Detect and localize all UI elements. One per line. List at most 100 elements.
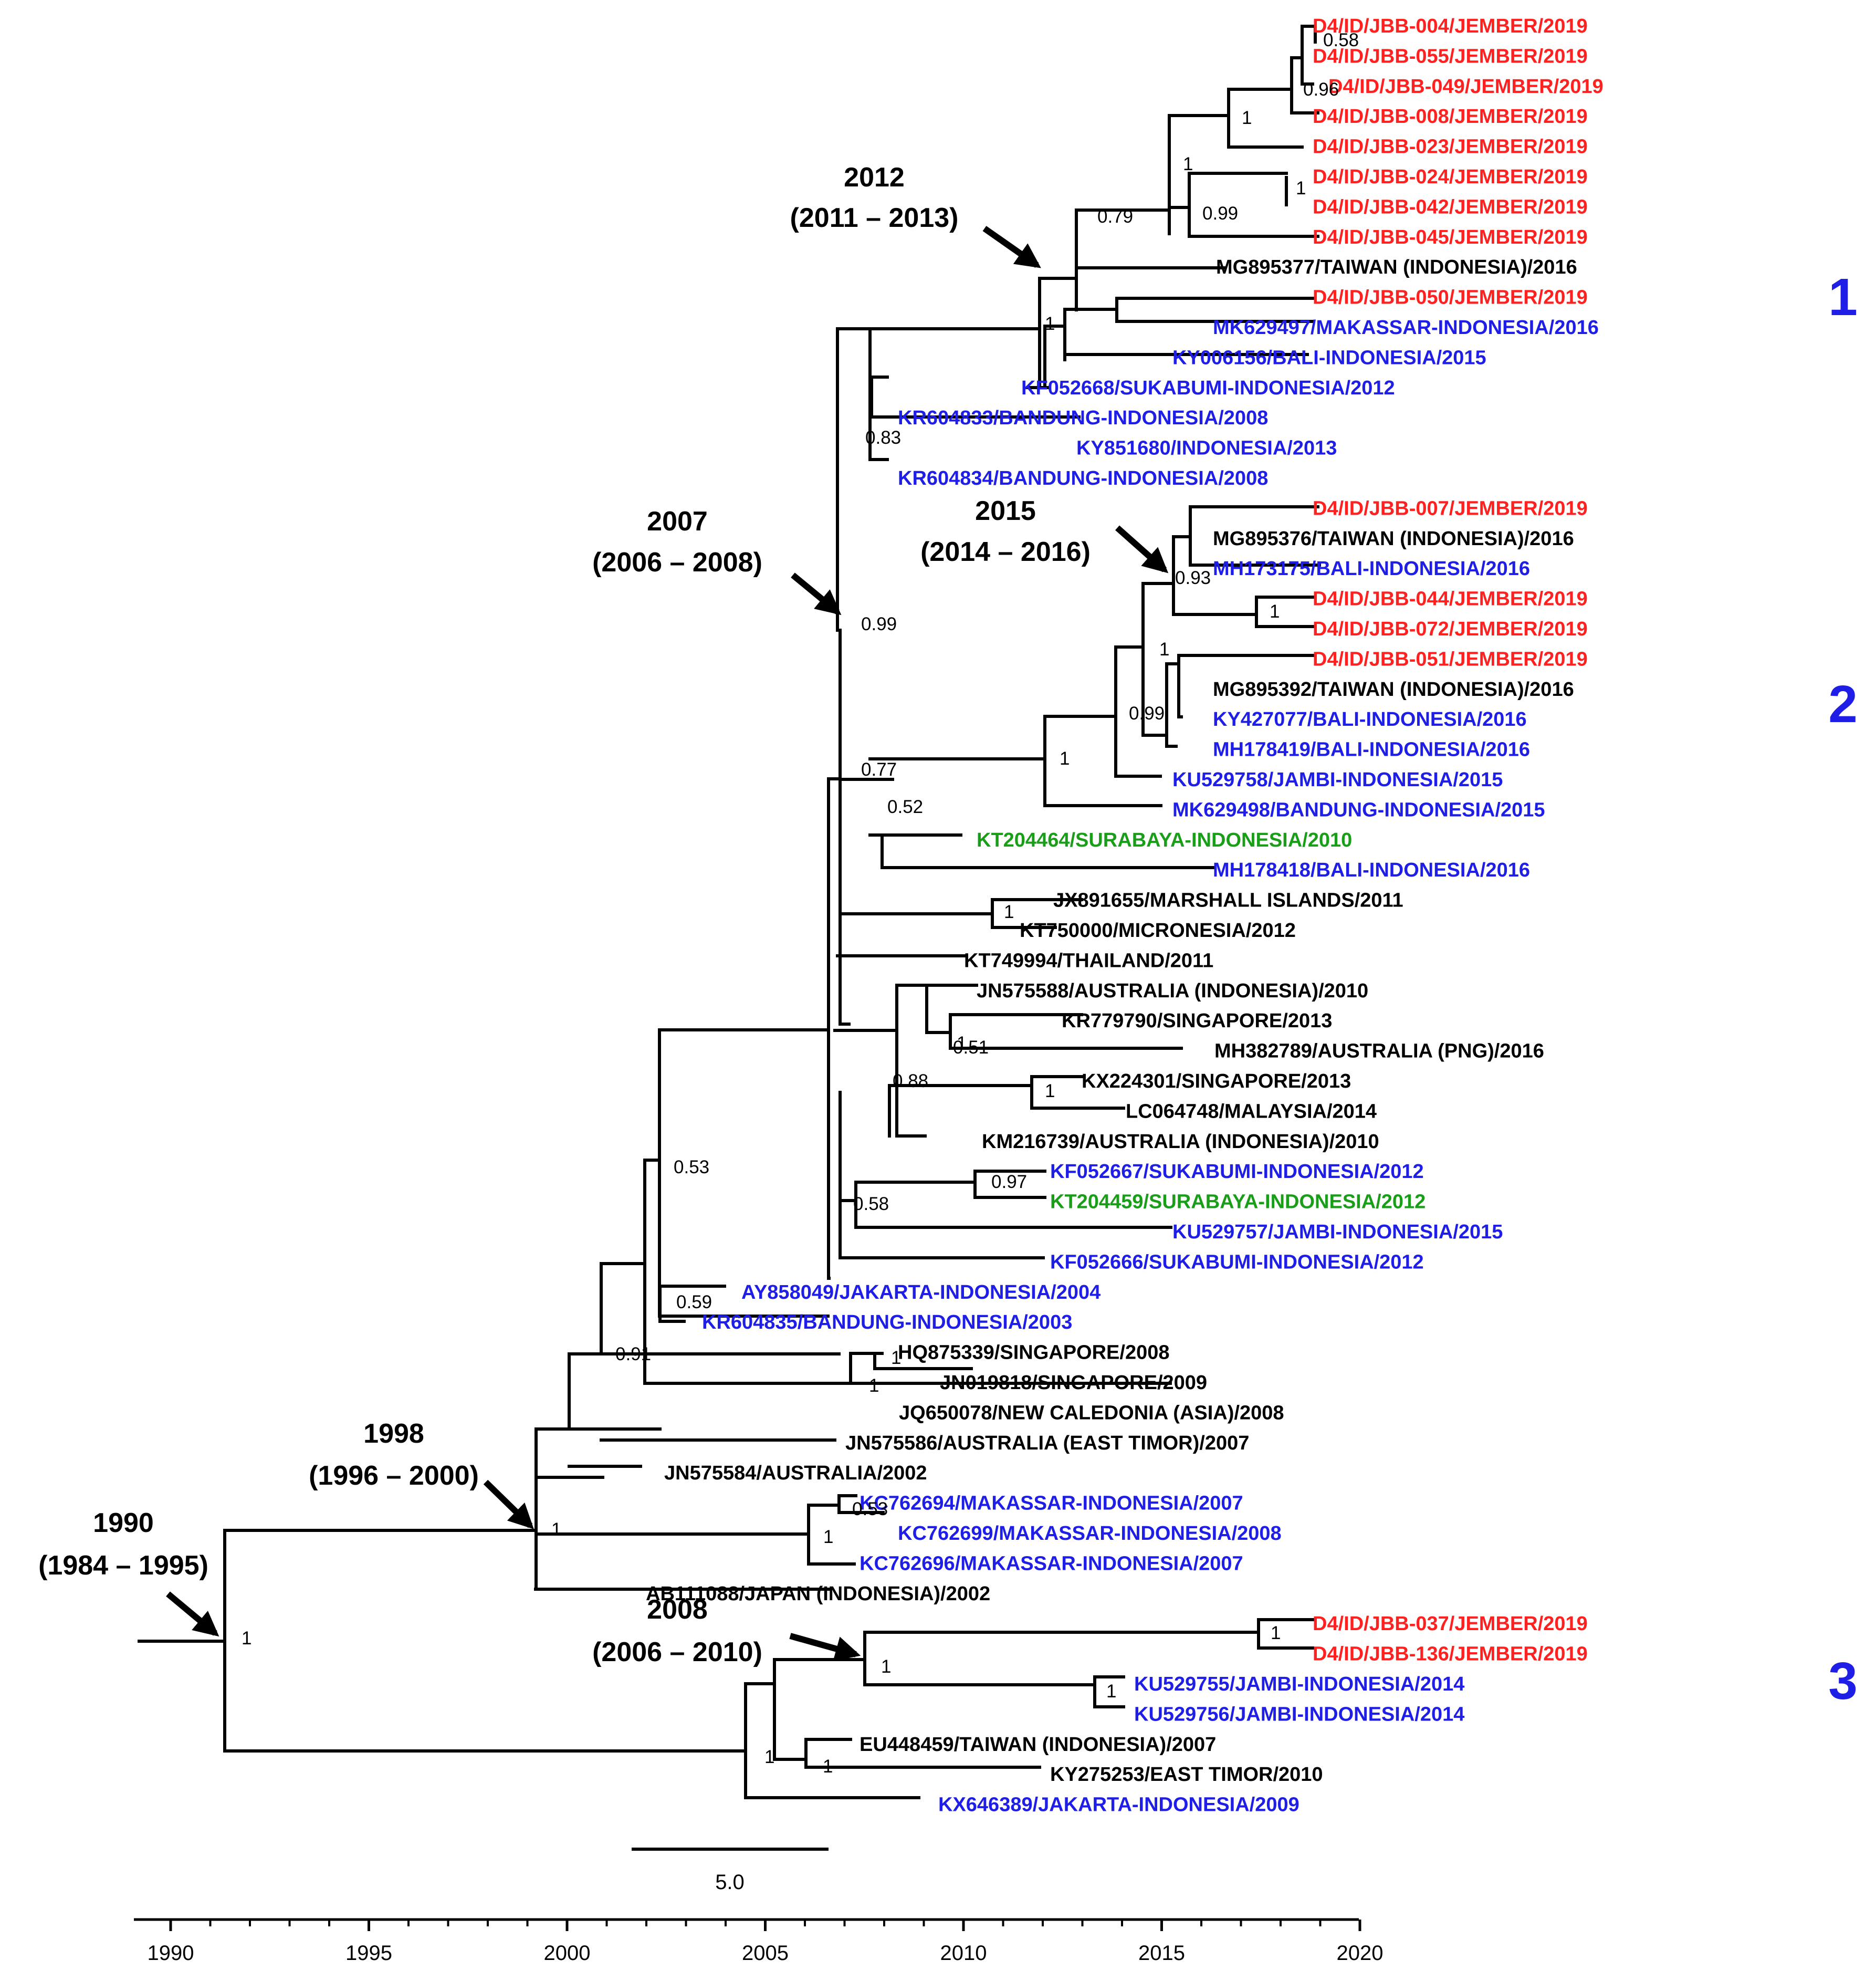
branch — [827, 777, 842, 1026]
annotation-year: 1998 — [363, 1419, 424, 1449]
tip-label: MH178419/BALI-INDONESIA/2016 — [1213, 739, 1530, 761]
tip-label: KU529755/JAMBI-INDONESIA/2014 — [1134, 1673, 1464, 1695]
clade-labels: 1 2 3 — [1828, 268, 1858, 1711]
tip-label: KU529758/JAMBI-INDONESIA/2015 — [1172, 769, 1503, 791]
clade-label: 2 — [1828, 675, 1858, 734]
annotation-range: (2011 – 2013) — [790, 203, 959, 233]
tip-label: D4/ID/JBB-049/JEMBER/2019 — [1328, 76, 1603, 98]
annotation-range: (1996 – 2000) — [309, 1461, 479, 1491]
branch — [839, 1181, 1172, 1229]
support-values: 0.580.96110.990.79110.830.990.93110.9910… — [242, 30, 1359, 1777]
tip-label: JN575584/AUSTRALIA/2002 — [664, 1462, 927, 1484]
tip-label: D4/ID/JBB-037/JEMBER/2019 — [1313, 1613, 1588, 1635]
tip-label: KR604835/BANDUNG-INDONESIA/2003 — [702, 1311, 1072, 1333]
tip-label: MG895377/TAIWAN (INDONESIA)/2016 — [1216, 256, 1577, 278]
tip-label: KM216739/AUSTRALIA (INDONESIA)/2010 — [982, 1131, 1379, 1153]
support-value: 1 — [891, 1348, 901, 1368]
branch — [1165, 654, 1314, 718]
tip-label: MK629497/MAKASSAR-INDONESIA/2016 — [1213, 317, 1599, 339]
support-value: 1 — [1159, 639, 1169, 660]
annotation-arrow — [789, 1633, 861, 1661]
branch — [744, 1658, 776, 1761]
tip-label: AY858049/JAKARTA-INDONESIA/2004 — [741, 1281, 1101, 1303]
tip-label: D4/ID/JBB-042/JEMBER/2019 — [1313, 196, 1588, 218]
scale-bar-label: 5.0 — [715, 1871, 745, 1894]
support-value: 1 — [1045, 1081, 1055, 1101]
branch — [643, 1352, 973, 1385]
branch — [534, 1352, 662, 1431]
branch — [1043, 308, 1066, 361]
axis-tick-label: 1990 — [148, 1942, 194, 1965]
annotation-arrow — [791, 572, 842, 616]
tip-label: D4/ID/JBB-072/JEMBER/2019 — [1313, 618, 1588, 640]
tip-label: D4/ID/JBB-050/JEMBER/2019 — [1313, 287, 1588, 309]
tip-label: MH173175/BALI-INDONESIA/2016 — [1213, 558, 1530, 580]
branch — [1043, 325, 1051, 389]
axis-tick-label: 2000 — [544, 1942, 591, 1965]
tip-label: KY275253/EAST TIMOR/2010 — [1050, 1764, 1323, 1786]
tip-label: KU529757/JAMBI-INDONESIA/2015 — [1172, 1221, 1503, 1243]
tip-label: KC762694/MAKASSAR-INDONESIA/2007 — [860, 1493, 1243, 1515]
support-value: 1 — [764, 1747, 774, 1767]
branch — [1172, 505, 1321, 567]
tip-label: JX891655/MARSHALL ISLANDS/2011 — [1053, 890, 1403, 912]
tip-label: D4/ID/JBB-007/JEMBER/2019 — [1313, 497, 1588, 519]
branch — [1188, 172, 1288, 206]
support-value: 0.91 — [615, 1344, 651, 1364]
branch — [1172, 596, 1314, 628]
branch — [643, 1028, 830, 1318]
branch — [949, 1013, 1183, 1050]
support-value: 1 — [1242, 108, 1252, 128]
support-value: 0.58 — [1323, 30, 1359, 50]
tip-label: KU529756/JAMBI-INDONESIA/2014 — [1134, 1703, 1464, 1725]
support-value: 0.99 — [861, 614, 897, 634]
support-value: 1 — [1045, 314, 1055, 334]
tip-label: KY851680/INDONESIA/2013 — [1076, 437, 1337, 460]
tip-label: KR604833/BANDUNG-INDONESIA/2008 — [898, 407, 1268, 429]
branch — [773, 1631, 866, 1686]
branch — [895, 984, 978, 1034]
branch — [1301, 25, 1317, 44]
support-value: 0.99 — [1129, 703, 1165, 724]
branch — [223, 1682, 920, 1799]
branch — [836, 327, 842, 781]
clade-label: 3 — [1828, 1652, 1858, 1711]
annotation-year: 1990 — [93, 1508, 154, 1538]
branch — [888, 1075, 1125, 1110]
tip-label: MK629498/BANDUNG-INDONESIA/2015 — [1172, 799, 1545, 821]
branch — [1141, 535, 1175, 616]
tip-label: KR604834/BANDUNG-INDONESIA/2008 — [898, 467, 1268, 489]
tip-label: MG895392/TAIWAN (INDONESIA)/2016 — [1213, 679, 1574, 701]
clade-label: 1 — [1828, 268, 1858, 327]
support-value: 1 — [242, 1628, 251, 1649]
branch — [1075, 114, 1171, 235]
branch — [1114, 582, 1145, 737]
branch — [863, 1675, 1125, 1708]
tip-label: D4/ID/JBB-008/JEMBER/2019 — [1313, 106, 1588, 128]
support-value: 1 — [957, 1033, 967, 1054]
tip-label: KT750000/MICRONESIA/2012 — [1020, 920, 1296, 942]
support-value: 0.88 — [893, 1071, 928, 1091]
branch — [1038, 208, 1078, 311]
tip-label: KF052668/SUKABUMI-INDONESIA/2012 — [1021, 377, 1395, 399]
support-value: 1 — [823, 1756, 833, 1777]
support-value: 1 — [1183, 154, 1193, 174]
support-value: 1 — [1004, 902, 1014, 922]
annotation-range: (2006 – 2008) — [592, 547, 762, 578]
tip-label: D4/ID/JBB-045/JEMBER/2019 — [1313, 226, 1588, 248]
branch — [833, 984, 927, 1138]
branch — [534, 1494, 885, 1566]
tip-label: MH178418/BALI-INDONESIA/2016 — [1213, 859, 1530, 881]
tip-labels: D4/ID/JBB-004/JEMBER/2019D4/ID/JBB-055/J… — [646, 15, 1603, 1816]
axis-tick-label: 2005 — [742, 1942, 789, 1965]
branch — [773, 1738, 1041, 1769]
date-annotations: 2012(2011 – 2013)2007(2006 – 2008)2015(2… — [38, 162, 1169, 1667]
branch — [839, 778, 894, 1026]
branch — [868, 833, 1214, 869]
tip-label: KR779790/SINGAPORE/2013 — [1062, 1010, 1332, 1032]
tip-label: JN019818/SINGAPORE/2009 — [940, 1372, 1207, 1394]
branch — [223, 1427, 832, 1591]
tip-label: KY427077/BALI-INDONESIA/2016 — [1213, 708, 1527, 731]
branch — [854, 1170, 1046, 1199]
